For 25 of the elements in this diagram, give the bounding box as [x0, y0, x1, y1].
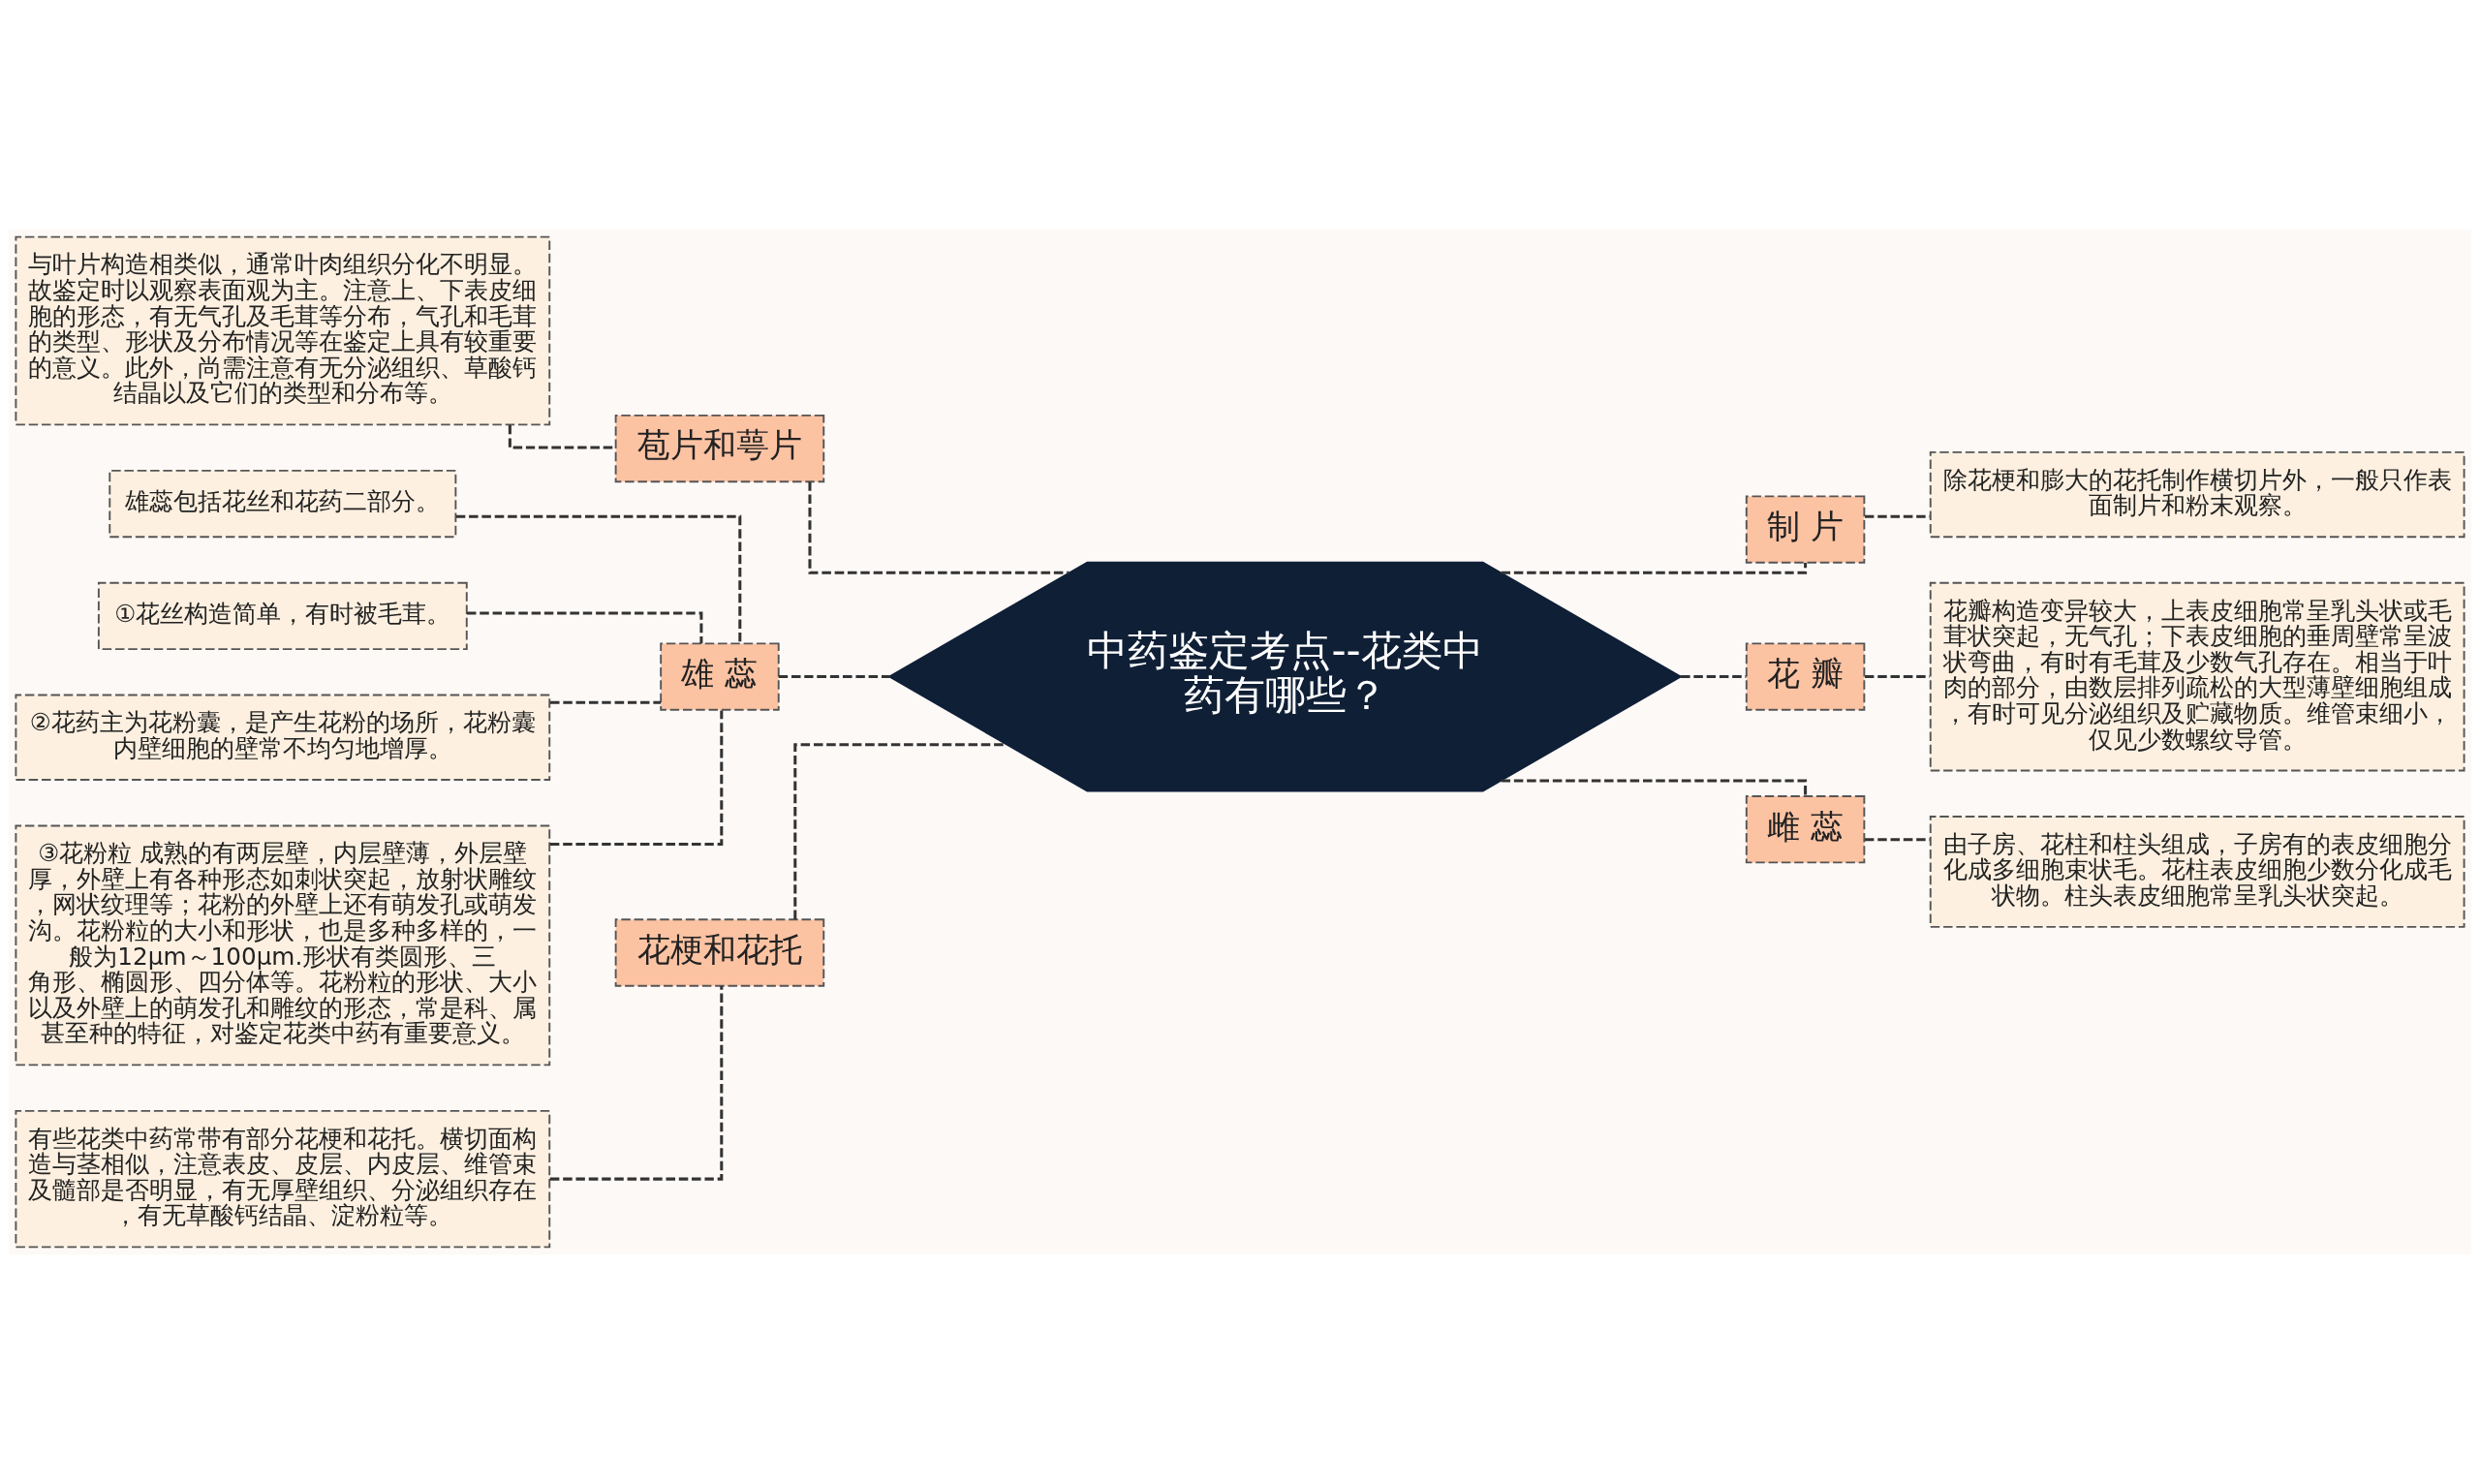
node-box: 与叶片构造相类似，通常叶肉组织分化不明显。故鉴定时以观察表面观为主。注意上、下表皮细胞的形态，有无气孔及毛茸等分布，气孔和毛茸的类型、形状及分布情况等在鉴定上具有较重要的意义。此外，尚需注意有无分泌组织、草酸钙结晶以及它们的类型和分布等。 [15, 235, 551, 426]
connector [549, 710, 724, 846]
connector [778, 675, 890, 679]
node-box: ①花丝构造简单，有时被毛茸。 [97, 581, 468, 651]
node-box: 有些花类中药常带有部分花梗和花托。横切面构造与茎相似，注意表皮、皮层、内皮层、维管束及髓部是否明显，有无厚壁组织、分泌组织存在，有无草酸钙结晶、淀粉粒等。 [15, 1109, 551, 1249]
node-box: 花梗和花托 [614, 918, 825, 987]
node-box: 由子房、花柱和柱头组成，子房有的表皮细胞分化成多细胞束状毛。花柱表皮细胞少数分化成毛状物。柱头表皮细胞常呈乳头状突起。 [1929, 815, 2465, 928]
node-box: ③花粉粒 成熟的有两层壁，内层壁薄，外层壁厚，外壁上有各种形态如刺状突起，放射状雕纹，网状纹理等；花粉的外壁上还有萌发孔或萌发沟。花粉粒的大小和形状，也是多种多样的，一般为12μm～100μm.形状有类圆形、三角形、椭圆形、四分体等。花粉粒的形状、大小以及外壁上的萌发孔和雕纹的形态，常是科、属甚至种的特征，对鉴定花类中药有重要意义。 [15, 824, 551, 1067]
node-box: 花 瓣 [1745, 642, 1866, 711]
node-box: 雌 蕊 [1745, 795, 1866, 864]
node-box: 制 片 [1745, 495, 1866, 564]
connector [467, 611, 703, 644]
node-box: 雄蕊包括花丝和花药二部分。 [108, 469, 457, 539]
node-box: 除花梗和膨大的花托制作横切片外，一般只作表面制片和粉末观察。 [1929, 450, 2465, 539]
connector [455, 514, 742, 644]
node-box: 苞片和萼片 [614, 414, 825, 483]
connector [1501, 562, 1808, 574]
connector [549, 985, 724, 1181]
connector [808, 481, 1070, 574]
node-box: ②花药主为花粉囊，是产生花粉的场所，花粉囊内壁细胞的壁常不均匀地增厚。 [15, 694, 551, 781]
connector [1501, 779, 1808, 796]
connector [1680, 675, 1747, 679]
connector [549, 700, 661, 704]
node-box: 雄 蕊 [660, 642, 780, 711]
node-box: 花瓣构造变异较大，上表皮细胞常呈乳头状或毛茸状突起，无气孔；下表皮细胞的垂周壁常呈波状弯曲，有时有毛茸及少数气孔存在。相当于叶肉的部分，由数层排列疏松的大型薄壁细胞组成，有时可见分泌组织及贮藏物质。维管束细小，仅见少数螺纹导管。 [1929, 581, 2465, 772]
